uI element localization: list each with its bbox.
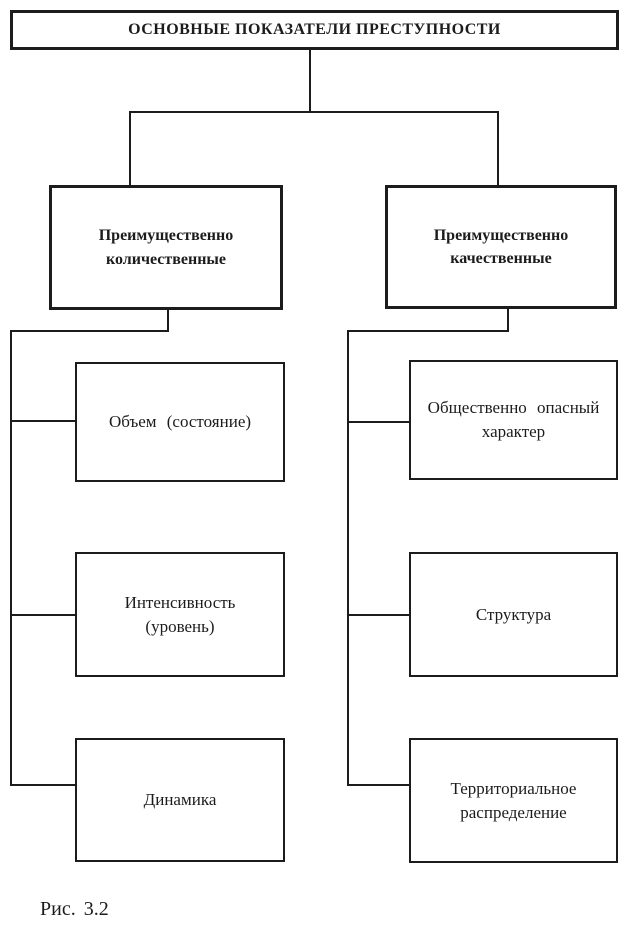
connector-right-spine	[347, 330, 349, 786]
node-main-indicators: ОСНОВНЫЕ ПОКАЗАТЕЛИ ПРЕСТУПНОСТИ	[10, 10, 619, 50]
connector-left-spine	[10, 330, 12, 786]
node-quantitative-label: Преимущественно количественные	[99, 224, 234, 270]
node-socially-dangerous-character-label: Общественно опасный характер	[428, 396, 600, 444]
connector-left-branch-vertical	[129, 111, 131, 185]
connector-right-drop-horizontal	[347, 330, 509, 332]
node-volume-state: Объем (состояние)	[75, 362, 285, 482]
node-intensity-level-label: Интенсивность (уровень)	[125, 591, 236, 639]
connector-left-stub-1	[10, 420, 77, 422]
node-socially-dangerous-character: Общественно опасный характер	[409, 360, 618, 480]
node-intensity-level: Интенсивность (уровень)	[75, 552, 285, 677]
node-label-line: Интенсивность	[124, 592, 236, 612]
node-label-line: Преимущественно	[98, 227, 234, 245]
node-qualitative: Преимущественно качественные	[385, 185, 617, 309]
node-label-line: Объем (состояние)	[108, 412, 252, 432]
node-label-line: ОСНОВНЫЕ ПОКАЗАТЕЛИ ПРЕСТУПНОСТИ	[128, 21, 501, 39]
connector-right-stub-1	[347, 421, 411, 423]
node-label-line: Структура	[475, 604, 552, 624]
node-structure-label: Структура	[476, 603, 551, 627]
node-label-line: Динамика	[143, 790, 217, 810]
node-quantitative: Преимущественно количественные	[49, 185, 283, 310]
connector-branch-horizontal	[129, 111, 499, 113]
node-structure: Структура	[409, 552, 618, 677]
connector-left-drop-horizontal	[10, 330, 169, 332]
connector-right-stub-3	[347, 784, 411, 786]
node-label-line: характер	[481, 422, 546, 441]
figure-caption: Рис. 3.2	[40, 898, 109, 920]
node-label-line: Преимущественно	[433, 226, 569, 244]
connector-right-stub-2	[347, 614, 411, 616]
connector-root-vertical	[309, 50, 311, 113]
connector-right-branch-vertical	[497, 111, 499, 185]
node-main-indicators-label: ОСНОВНЫЕ ПОКАЗАТЕЛИ ПРЕСТУПНОСТИ	[128, 20, 501, 39]
node-label-line: распределение	[460, 802, 567, 822]
node-dynamics-label: Динамика	[144, 788, 217, 812]
node-volume-state-label: Объем (состояние)	[109, 410, 251, 434]
node-label-line: количественные	[105, 250, 227, 268]
node-territorial-distribution: Территориальное распределение	[409, 738, 618, 863]
connector-left-drop-vertical	[167, 310, 169, 332]
node-label-line: качественные	[450, 250, 552, 267]
node-label-line: (уровень)	[145, 616, 215, 636]
node-label-line: Территориальное	[450, 778, 577, 798]
node-label-line: Общественно опасный	[427, 398, 600, 418]
node-territorial-distribution-label: Территориальное распределение	[451, 777, 577, 825]
connector-left-stub-2	[10, 614, 77, 616]
node-dynamics: Динамика	[75, 738, 285, 862]
node-qualitative-label: Преимущественно качественные	[434, 224, 569, 270]
connector-left-stub-3	[10, 784, 77, 786]
connector-right-drop-vertical	[507, 309, 509, 332]
